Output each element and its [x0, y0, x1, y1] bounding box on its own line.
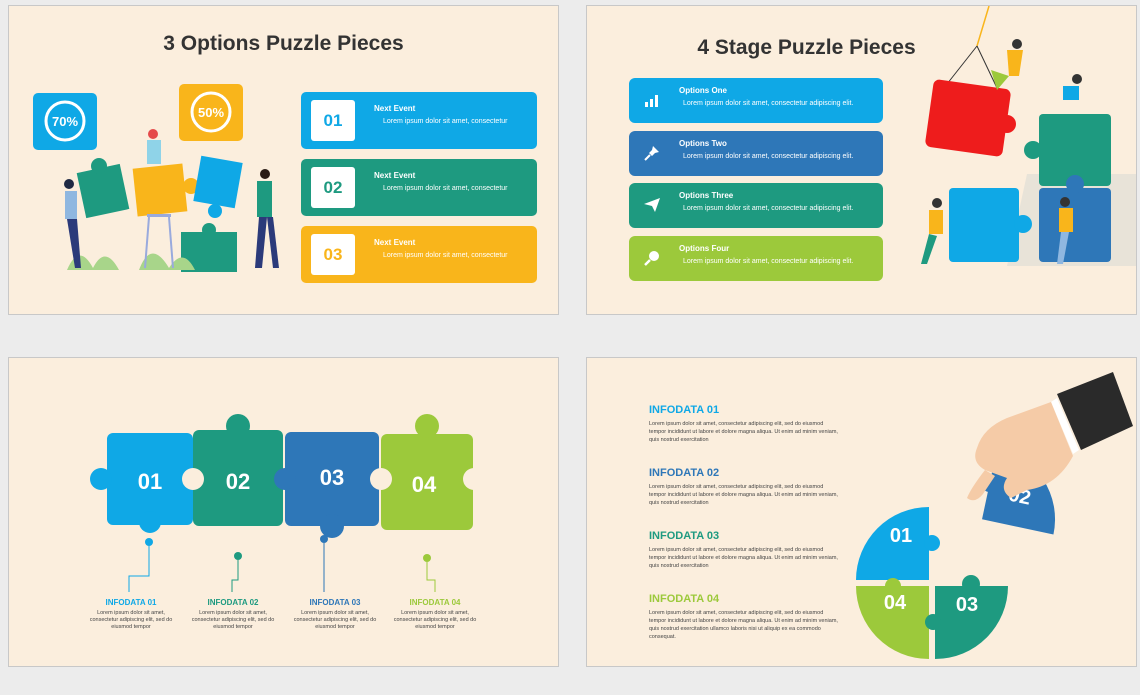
info-title: INFODATA 03: [649, 530, 720, 542]
info-description: Lorem ipsum dolor sit amet, consectetur …: [393, 610, 477, 630]
info-title: INFODATA 04: [649, 593, 720, 605]
search-icon: [644, 251, 659, 266]
infodata-04: INFODATA 04 Lorem ipsum dolor sit amet, …: [393, 598, 477, 631]
option-title: Options Four: [679, 244, 730, 253]
puzzle-piece-02[interactable]: 02: [182, 414, 283, 526]
slide-circle-puzzle[interactable]: INFODATA 01 Lorem ipsum dolor sit amet, …: [586, 357, 1137, 667]
info-description: Lorem ipsum dolor sit amet, consectetur …: [89, 610, 173, 630]
info-description: Lorem ipsum dolor sit amet, consectetur …: [649, 484, 838, 506]
info-description: Lorem ipsum dolor sit amet, consectetur …: [293, 610, 377, 630]
infodata-02: INFODATA 02 Lorem ipsum dolor sit amet, …: [649, 467, 839, 507]
red-puzzle-piece: [925, 79, 1011, 157]
circle-piece-04[interactable]: 04: [856, 578, 929, 659]
event-number: 03: [311, 234, 355, 275]
piece-number: 01: [138, 469, 162, 494]
circle-puzzle-with-hand: 01 04 03 02: [856, 372, 1133, 659]
info-title: INFODATA 01: [105, 598, 157, 607]
event-card-01[interactable]: 01 Next Event Lorem ipsum dolor sit amet…: [301, 92, 537, 149]
event-card-02[interactable]: 02 Next Event Lorem ipsum dolor sit amet…: [301, 159, 537, 216]
paper-plane-icon: [644, 198, 660, 212]
puzzle-row: 01 02 03 04: [90, 414, 485, 592]
piece-number: 03: [320, 465, 344, 490]
infodata-01: INFODATA 01 Lorem ipsum dolor sit amet, …: [649, 404, 839, 444]
option-card-one[interactable]: Options One Lorem ipsum dolor sit amet, …: [629, 78, 883, 123]
event-number: 02: [311, 167, 355, 208]
slide-3-options[interactable]: 3 Options Puzzle Pieces 70% 50%: [8, 5, 559, 315]
event-title: Next Event: [374, 171, 416, 180]
circle-piece-01[interactable]: 01: [856, 507, 940, 580]
event-description: Lorem ipsum dolor sit amet, consectetur: [383, 252, 508, 259]
bar-chart-icon: [645, 95, 658, 107]
teal-puzzle-piece: [76, 163, 130, 219]
puzzle-piece-03[interactable]: 03: [274, 432, 379, 538]
event-description: Lorem ipsum dolor sit amet, consectetur: [383, 118, 508, 125]
slide-4-stage[interactable]: 4 Stage Puzzle Pieces Options One Lorem …: [586, 5, 1137, 315]
piece-number: 01: [890, 525, 912, 547]
circle-piece-03[interactable]: 03: [925, 575, 1008, 659]
info-title: INFODATA 02: [649, 467, 720, 479]
info-title: INFODATA 04: [409, 598, 461, 607]
option-description: Lorem ipsum dolor sit amet, consectetur …: [683, 258, 854, 265]
badge-70-percent: 70%: [33, 93, 97, 150]
info-title: INFODATA 01: [649, 404, 720, 416]
puzzle-piece-01[interactable]: 01: [90, 433, 193, 533]
option-description: Lorem ipsum dolor sit amet, consectetur …: [683, 153, 854, 160]
option-card-three[interactable]: Options Three Lorem ipsum dolor sit amet…: [629, 183, 883, 228]
piece-number: 04: [412, 472, 437, 497]
option-title: Options One: [679, 86, 727, 95]
infodata-01: INFODATA 01 Lorem ipsum dolor sit amet, …: [89, 598, 173, 631]
option-description: Lorem ipsum dolor sit amet, consectetur …: [683, 100, 854, 107]
option-description: Lorem ipsum dolor sit amet, consectetur …: [683, 205, 854, 212]
slide-title: 3 Options Puzzle Pieces: [163, 32, 404, 55]
badge-value: 50%: [198, 105, 224, 120]
info-title: INFODATA 02: [207, 598, 259, 607]
connector-lines: [128, 535, 436, 592]
blue-puzzle-piece: [193, 155, 243, 209]
piece-number: 04: [884, 592, 907, 614]
info-description: Lorem ipsum dolor sit amet, consectetur …: [649, 547, 838, 569]
event-card-03[interactable]: 03 Next Event Lorem ipsum dolor sit amet…: [301, 226, 537, 283]
steel-puzzle-piece: [1039, 188, 1111, 262]
infodata-04: INFODATA 04 Lorem ipsum dolor sit amet, …: [649, 593, 839, 641]
hand-icon: [967, 372, 1133, 501]
info-description: Lorem ipsum dolor sit amet, consectetur …: [649, 610, 838, 640]
badge-50-percent: 50%: [179, 84, 243, 141]
badge-value: 70%: [52, 114, 78, 129]
info-title: INFODATA 03: [309, 598, 361, 607]
infodata-03: INFODATA 03 Lorem ipsum dolor sit amet, …: [649, 530, 839, 570]
option-title: Options Three: [679, 191, 734, 200]
event-title: Next Event: [374, 104, 416, 113]
info-description: Lorem ipsum dolor sit amet, consectetur …: [191, 610, 275, 630]
puzzle-piece-04[interactable]: 04: [370, 414, 485, 530]
event-title: Next Event: [374, 238, 416, 247]
event-number: 01: [311, 100, 355, 141]
event-description: Lorem ipsum dolor sit amet, consectetur: [383, 185, 508, 192]
slide-4-piece-row[interactable]: 01 02 03 04 INFODATA 01: [8, 357, 559, 667]
option-card-two[interactable]: Options Two Lorem ipsum dolor sit amet, …: [629, 131, 883, 176]
info-description: Lorem ipsum dolor sit amet, consectetur …: [649, 421, 838, 443]
piece-number: 02: [226, 469, 250, 494]
teal-puzzle-piece: [1039, 114, 1111, 186]
infodata-02: INFODATA 02 Lorem ipsum dolor sit amet, …: [191, 598, 275, 631]
blue-puzzle-piece: [949, 188, 1019, 262]
option-title: Options Two: [679, 139, 727, 148]
yellow-puzzle-piece: [132, 163, 188, 217]
slide-title: 4 Stage Puzzle Pieces: [697, 36, 916, 59]
piece-number: 03: [956, 594, 978, 616]
option-card-four[interactable]: Options Four Lorem ipsum dolor sit amet,…: [629, 236, 883, 281]
infodata-03: INFODATA 03 Lorem ipsum dolor sit amet, …: [293, 598, 377, 631]
pin-icon: [644, 146, 659, 161]
illustration-puzzle-team: 70% 50%: [33, 84, 279, 272]
